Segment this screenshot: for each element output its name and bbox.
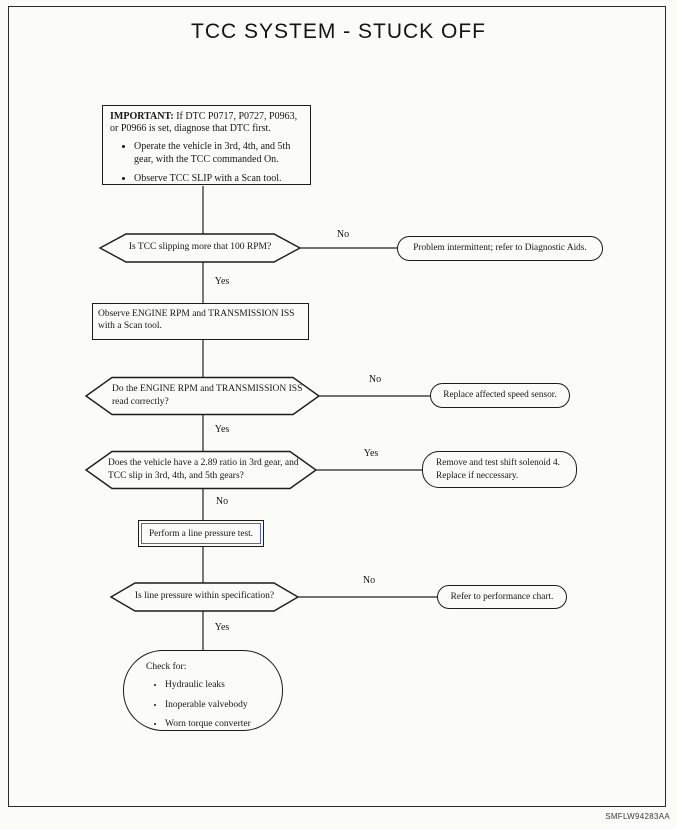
branch-label-no-3: No (215, 496, 229, 507)
branch-label-yes-2: Yes (214, 424, 230, 435)
important-label: IMPORTANT: (110, 111, 174, 122)
branch-label-yes-4: Yes (214, 622, 230, 633)
decision-289-ratio-slip: Does the vehicle have a 2.89 ratio in 3r… (108, 457, 299, 481)
check-for-list: Hydraulic leaks Inoperable valvebody Wor… (146, 680, 276, 730)
important-note-box: IMPORTANT: If DTC P0717, P0727, P0963, o… (102, 105, 311, 185)
branch-label-no-4: No (362, 575, 376, 586)
result-performance-chart: Refer to performance chart. (437, 585, 567, 609)
branch-label-no-1: No (336, 229, 350, 240)
branch-label-yes-3: Yes (363, 448, 379, 459)
terminal-check-for: Check for: Hydraulic leaks Inoperable va… (123, 650, 283, 731)
page-border (8, 6, 666, 807)
important-bullet: Observe TCC SLIP with a Scan tool. (134, 173, 304, 185)
decision-hexagon-3 (84, 450, 318, 490)
step-line-pressure-test-box: Perform a line pressure test. (138, 520, 264, 547)
document-reference-code: SMFLW94283AA (605, 812, 670, 821)
decision-hexagon-4 (109, 582, 300, 612)
check-for-item: Worn torque converter (165, 719, 276, 730)
check-for-item: Inoperable valvebody (165, 700, 276, 711)
important-note-text: IMPORTANT: If DTC P0717, P0727, P0963, o… (110, 111, 304, 135)
important-intro: If DTC P0717, P0727, P0963, or P0966 is … (110, 111, 298, 135)
result-test-shift-solenoid: Remove and test shift solenoid 4. Replac… (422, 451, 577, 488)
important-bullet-list: Operate the vehicle in 3rd, 4th, and 5th… (110, 141, 304, 185)
decision-tcc-slip: Is TCC slipping more that 100 RPM? (128, 242, 272, 253)
decision-line-pressure-spec: Is line pressure within specification? (134, 591, 275, 602)
decision-hexagon-1 (98, 233, 302, 263)
selection-highlight: Perform a line pressure test. (141, 523, 261, 544)
check-for-heading: Check for: (146, 662, 187, 672)
page-title: TCC SYSTEM - STUCK OFF (191, 20, 486, 43)
branch-label-no-2: No (368, 374, 382, 385)
important-bullet: Operate the vehicle in 3rd, 4th, and 5th… (134, 141, 304, 165)
result-replace-speed-sensor: Replace affected speed sensor. (430, 383, 570, 408)
branch-label-yes-1: Yes (214, 276, 230, 287)
result-problem-intermittent: Problem intermittent; refer to Diagnosti… (397, 236, 603, 261)
decision-hexagon-2 (84, 376, 321, 416)
step-observe-rpm-iss: Observe ENGINE RPM and TRANSMISSION ISS … (92, 303, 309, 340)
check-for-item: Hydraulic leaks (165, 680, 276, 691)
decision-rpm-iss-correct: Do the ENGINE RPM and TRANSMISSION ISS r… (112, 383, 303, 407)
